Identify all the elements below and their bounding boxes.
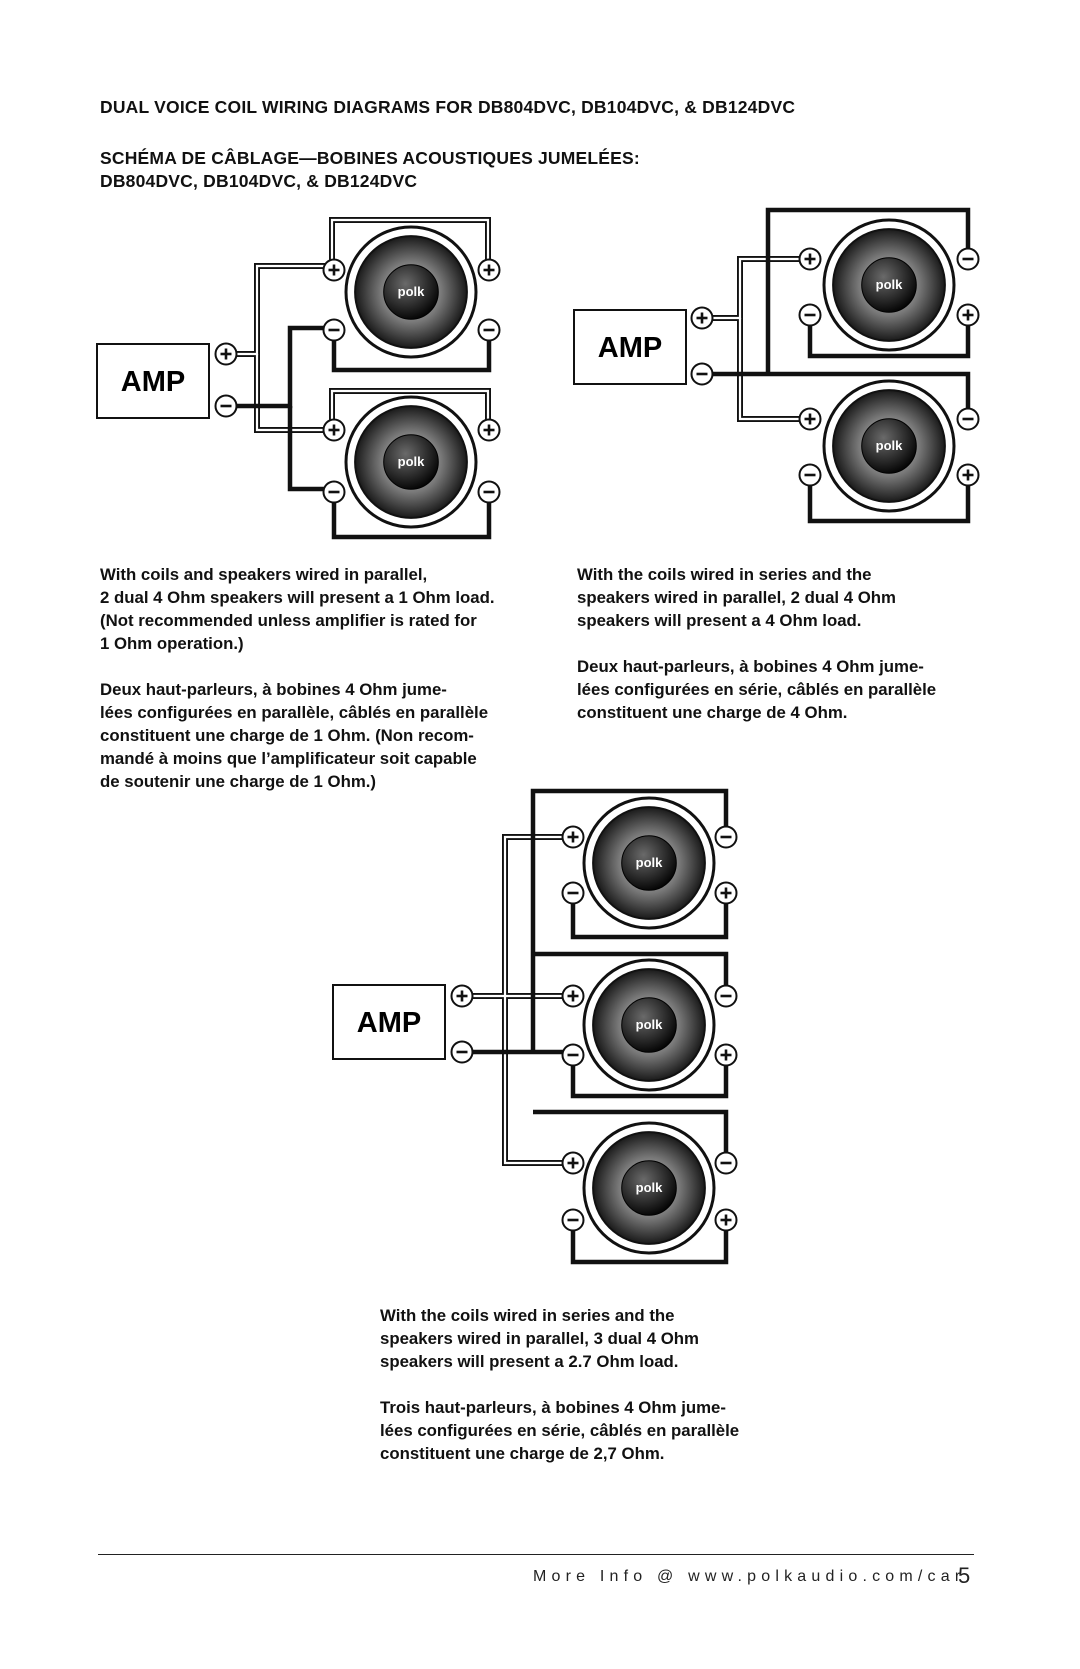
brand-logo: polk — [636, 1180, 663, 1195]
plus-terminal-icon — [956, 463, 980, 487]
plus-terminal-icon — [477, 258, 501, 282]
amp-box — [332, 984, 446, 1060]
plus-terminal-icon — [798, 247, 822, 271]
speaker-icon: polk — [344, 395, 478, 529]
amp-box — [573, 309, 687, 385]
plus-terminal-icon — [561, 825, 585, 849]
minus-terminal-icon — [798, 303, 822, 327]
brand-logo: polk — [636, 855, 663, 870]
caption-series-3-en: With the coils wired in series and the s… — [380, 1306, 699, 1371]
minus-terminal-icon — [690, 362, 714, 386]
minus-terminal-icon — [714, 1151, 738, 1175]
amp-label: AMP — [121, 366, 185, 398]
speaker-icon: polk — [344, 225, 478, 359]
minus-terminal-icon — [450, 1040, 474, 1064]
speaker-icon: polk — [582, 796, 716, 930]
diagram-series-2 — [573, 207, 971, 524]
minus-terminal-icon — [477, 480, 501, 504]
terminals-layer — [214, 247, 980, 1232]
page-title: DUAL VOICE COIL WIRING DIAGRAMS FOR DB80… — [100, 97, 796, 117]
minus-terminal-icon — [561, 1043, 585, 1067]
minus-terminal-icon — [956, 407, 980, 431]
plus-terminal-icon — [322, 258, 346, 282]
speaker-icon: polk — [822, 379, 956, 513]
minus-terminal-icon — [561, 1208, 585, 1232]
plus-terminal-icon — [956, 303, 980, 327]
page-subtitle-line-2: DB804DVC, DB104DVC, & DB124DVC — [100, 171, 418, 191]
minus-terminal-icon — [322, 480, 346, 504]
caption-parallel-en: With coils and speakers wired in paralle… — [100, 565, 495, 653]
caption-parallel-fr: Deux haut-parleurs, à bobines 4 Ohm jume… — [100, 680, 489, 791]
brand-logo: polk — [876, 277, 903, 292]
minus-terminal-icon — [714, 825, 738, 849]
brand-logo: polk — [636, 1017, 663, 1032]
plus-terminal-icon — [714, 1208, 738, 1232]
speaker-icon: polk — [582, 958, 716, 1092]
brand-logo: polk — [398, 284, 425, 299]
amp-label: AMP — [598, 332, 662, 364]
speaker-icon: polk — [582, 1121, 716, 1255]
minus-terminal-icon — [956, 247, 980, 271]
footer-divider — [98, 1554, 974, 1555]
brand-logo: polk — [398, 454, 425, 469]
caption-series-2-en: With the coils wired in series and the s… — [577, 565, 896, 630]
minus-terminal-icon — [477, 318, 501, 342]
plus-terminal-icon — [561, 984, 585, 1008]
footer-more-info: More Info @ www.polkaudio.com/car — [533, 1568, 966, 1585]
minus-terminal-icon — [561, 881, 585, 905]
plus-terminal-icon — [714, 881, 738, 905]
brand-logo: polk — [876, 438, 903, 453]
caption-series-3-fr: Trois haut-parleurs, à bobines 4 Ohm jum… — [380, 1398, 740, 1463]
caption-series-2-fr: Deux haut-parleurs, à bobines 4 Ohm jume… — [577, 657, 937, 722]
plus-terminal-icon — [477, 418, 501, 442]
plus-terminal-icon — [561, 1151, 585, 1175]
plus-terminal-icon — [690, 306, 714, 330]
speakers-layer: polk polk polk polk polk polk polk — [344, 218, 956, 1255]
plus-terminal-icon — [714, 1043, 738, 1067]
page-subtitle-line-1: SCHÉMA DE CÂBLAGE—BOBINES ACOUSTIQUES JU… — [100, 148, 640, 168]
speaker-icon: polk — [822, 218, 956, 352]
minus-terminal-icon — [214, 394, 238, 418]
plus-terminal-icon — [322, 418, 346, 442]
minus-terminal-icon — [322, 318, 346, 342]
plus-terminal-icon — [450, 984, 474, 1008]
minus-terminal-icon — [714, 984, 738, 1008]
minus-terminal-icon — [798, 463, 822, 487]
plus-terminal-icon — [214, 342, 238, 366]
diagram-series-3 — [332, 788, 729, 1265]
page-number: 5 — [958, 1563, 971, 1588]
plus-terminal-icon — [798, 407, 822, 431]
amp-box — [96, 343, 210, 419]
amp-label: AMP — [357, 1007, 421, 1039]
